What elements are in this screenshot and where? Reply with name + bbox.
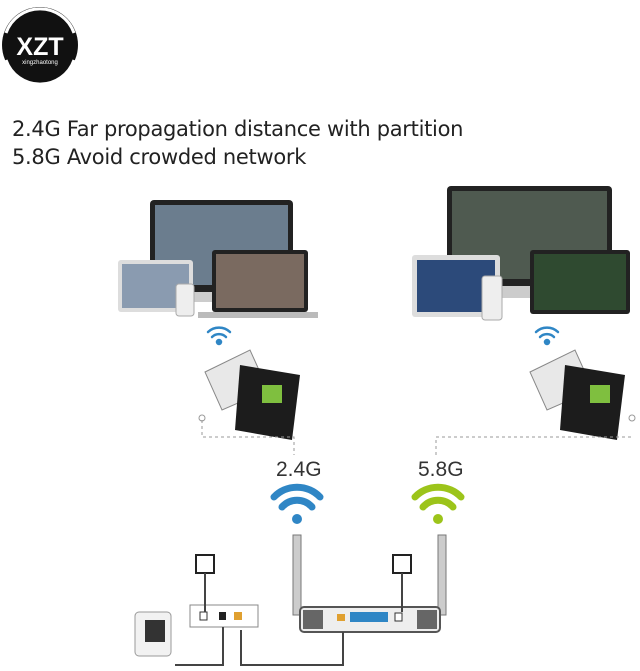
logo-subtitle: xingzhaotong <box>22 60 58 66</box>
router <box>292 534 447 633</box>
cables <box>175 573 403 666</box>
left-devices <box>118 200 318 318</box>
headline-line-2: 5.8G Avoid crowded network <box>12 145 307 169</box>
band-label-5-8g: 5.8G <box>418 458 464 481</box>
wifi-icon-left <box>206 326 232 346</box>
usb-dongle-right <box>529 349 625 440</box>
power-socket-icons <box>195 554 412 574</box>
right-devices <box>412 186 630 321</box>
wifi-icon-2-4g <box>270 483 324 524</box>
telephone <box>134 611 172 657</box>
modem <box>189 604 259 628</box>
xzt-logo <box>2 7 78 86</box>
wifi-icon-5-8g <box>411 483 465 524</box>
logo-brand: XZT <box>16 33 64 61</box>
usb-dongle-left <box>204 349 300 440</box>
headline-line-1: 2.4G Far propagation distance with parti… <box>12 117 464 141</box>
dashed-connectors <box>198 414 636 455</box>
band-label-2-4g: 2.4G <box>276 458 322 481</box>
wifi-icon-right <box>534 326 560 346</box>
